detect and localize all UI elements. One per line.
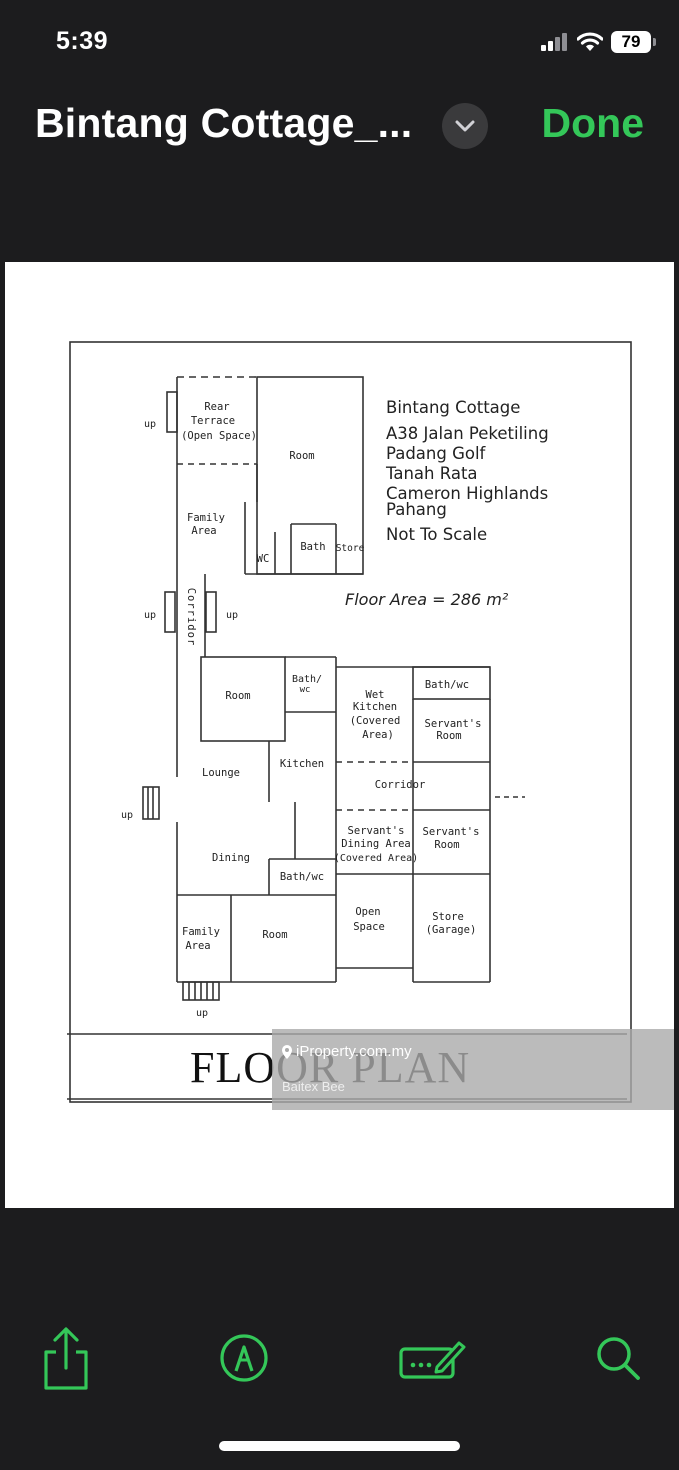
floor-area: Floor Area = 286 m² xyxy=(345,590,509,609)
markup-button[interactable] xyxy=(214,1325,274,1391)
label-store-garage-1: Store xyxy=(432,911,464,923)
label-servants-room-2b: Room xyxy=(434,839,459,851)
label-family-area-top-2: Area xyxy=(191,525,216,537)
up-label-3: up xyxy=(226,610,238,621)
signature-icon xyxy=(399,1341,466,1379)
label-store: Store xyxy=(336,543,365,554)
watermark-logo: iProperty.com.my xyxy=(282,1043,412,1060)
up-label-4: up xyxy=(121,810,133,821)
label-bath-wc-small-1: Bath/ xyxy=(292,674,322,685)
document-page[interactable]: Bintang Cottage A38 Jalan Peketiling Pad… xyxy=(5,262,674,1208)
done-button[interactable]: Done xyxy=(541,100,645,146)
search-icon xyxy=(597,1337,640,1380)
label-wet-kitchen-1: Wet xyxy=(366,689,385,701)
label-rear-terrace-1: Rear xyxy=(204,401,229,413)
markup-pen-icon xyxy=(220,1334,268,1382)
label-open-space-2: Space xyxy=(353,921,385,933)
share-button[interactable] xyxy=(36,1325,96,1391)
label-rear-terrace-3: (Open Space) xyxy=(181,430,257,442)
chevron-down-icon xyxy=(455,120,475,132)
label-dining: Dining xyxy=(212,852,250,864)
battery-level: 79 xyxy=(621,32,641,51)
signature-button[interactable] xyxy=(398,1325,468,1391)
label-room-mid: Room xyxy=(225,690,250,702)
label-servants-dining-2: Dining Area xyxy=(341,838,411,850)
label-servants-dining-3: (Covered Area) xyxy=(334,853,418,864)
title-menu-button[interactable] xyxy=(442,103,488,149)
label-bath-wc-small-2: wc xyxy=(300,685,311,695)
floor-plan-drawing: Bintang Cottage A38 Jalan Peketiling Pad… xyxy=(67,341,632,1103)
home-indicator[interactable] xyxy=(219,1441,460,1451)
search-button[interactable] xyxy=(588,1325,648,1391)
info-line-1: Bintang Cottage xyxy=(386,398,520,417)
info-line-3: Padang Golf xyxy=(386,444,487,463)
status-icons: 79 xyxy=(541,30,656,54)
battery-indicator: 79 xyxy=(611,31,656,53)
info-line-2: A38 Jalan Peketiling xyxy=(386,424,549,443)
label-wet-kitchen-3: (Covered xyxy=(350,715,401,727)
document-title[interactable]: Bintang Cottage_... xyxy=(35,100,413,146)
label-family-area-bottom-2: Area xyxy=(185,940,210,952)
up-label-5: up xyxy=(196,1008,208,1019)
share-icon xyxy=(44,1327,88,1390)
up-label-1: up xyxy=(144,419,156,430)
info-line-4: Tanah Rata xyxy=(385,464,478,483)
label-family-area-top-1: Family xyxy=(187,512,225,524)
label-corridor-vertical: Corridor xyxy=(185,588,197,647)
label-bath: Bath xyxy=(300,541,325,553)
watermark-overlay: iProperty.com.my Baitex Bee xyxy=(272,1029,674,1110)
label-rear-terrace-2: Terrace xyxy=(191,415,235,427)
wifi-icon xyxy=(577,32,603,51)
watermark-agent: Baitex Bee xyxy=(282,1079,345,1094)
label-servants-room-1a: Servant's xyxy=(425,718,482,730)
info-line-6: Pahang xyxy=(386,500,447,519)
label-wet-kitchen-2: Kitchen xyxy=(353,701,397,713)
label-bath-wc-lower: Bath/wc xyxy=(280,871,324,883)
label-wet-kitchen-4: Area) xyxy=(362,729,394,741)
location-pin-icon xyxy=(282,1044,292,1059)
status-time: 5:39 xyxy=(56,27,109,55)
cellular-signal-icon xyxy=(541,33,567,51)
label-kitchen: Kitchen xyxy=(280,758,324,770)
label-corridor: Corridor xyxy=(375,779,426,791)
label-servants-dining-1: Servant's xyxy=(348,825,405,837)
info-line-7: Not To Scale xyxy=(386,525,487,544)
label-lounge: Lounge xyxy=(202,767,240,779)
label-bath-wc-right: Bath/wc xyxy=(425,679,469,691)
up-label-2: up xyxy=(144,610,156,621)
label-family-area-bottom-1: Family xyxy=(182,926,220,938)
label-wc: WC xyxy=(257,553,270,565)
watermark-site: iProperty.com.my xyxy=(296,1043,412,1060)
label-room-bottom: Room xyxy=(262,929,287,941)
label-room-top: Room xyxy=(289,450,314,462)
label-servants-room-2a: Servant's xyxy=(423,826,480,838)
label-servants-room-1b: Room xyxy=(436,730,461,742)
info-line-5: Cameron Highlands xyxy=(386,484,548,503)
label-store-garage-2: (Garage) xyxy=(426,924,477,936)
label-open-space-1: Open xyxy=(355,906,380,918)
